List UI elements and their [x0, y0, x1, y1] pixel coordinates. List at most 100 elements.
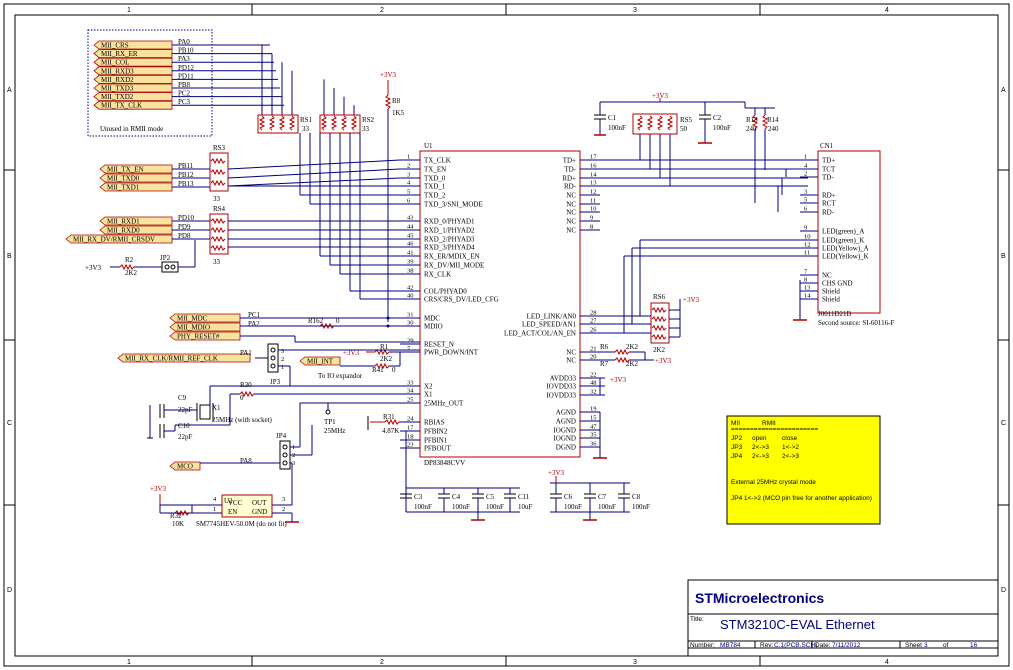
u1-rpin-num-12-4: 12	[590, 189, 597, 196]
crystal-section: R30 0 X1 25MHz (with socket) C9 22pF C10…	[147, 381, 420, 498]
cap-ref-6: C8	[632, 493, 641, 501]
r8-power-label: +3V3	[380, 71, 397, 79]
rs4-ref: RS4	[213, 205, 226, 213]
u1-rpin-num-47-19: 47	[590, 424, 597, 431]
note-underline: =======================	[731, 426, 819, 433]
avdd-power: +3V3	[610, 376, 627, 384]
cn1-pin-num-13: 14	[804, 293, 811, 300]
rs3-value: 33	[213, 195, 221, 203]
u1-pin-name-8: RXD_2/PHYAD3	[424, 236, 475, 244]
to-io-label: To IO expandor	[318, 372, 363, 380]
col-label-2: 2	[380, 7, 384, 14]
cn1-pin-name-11: CHS GND	[822, 280, 853, 288]
u1-pin-name-11: RX_DV/MII_MODE	[424, 262, 484, 270]
u2-pin3: 3	[282, 496, 285, 503]
cn1-pin-name-5: RD-	[822, 209, 835, 217]
note-row-jp4-name: JP4	[731, 453, 743, 460]
note-row-jp4-rmii: 2<->3	[782, 453, 799, 460]
port-pin-1: PB10	[178, 47, 194, 55]
c2-ref: C2	[713, 114, 722, 122]
r41-ref: R41	[372, 366, 384, 374]
c1-ref: C1	[608, 114, 617, 122]
cap-ref-3: C11	[518, 493, 530, 501]
rs1-value: 33	[302, 125, 310, 133]
number-label: Number:	[690, 642, 715, 649]
c10-ref: C10	[178, 422, 190, 430]
mgmt-resistors: R162 0	[240, 316, 420, 343]
cn1-ref: CN1	[820, 142, 834, 150]
u1-part: DP83848CVV	[424, 459, 465, 467]
port-pin-7: PC3	[178, 98, 191, 106]
u1-pin-num-43-6: 43	[407, 215, 414, 222]
port-refclk-label: MII_RX_CLK/RMII_REF_CLK	[125, 355, 218, 363]
port-2-label: MII_COL	[101, 59, 129, 67]
cap-value-2: 100nF	[486, 503, 504, 511]
u1-pin-num-42-13: 42	[407, 285, 414, 292]
row-label-c-right: C	[1001, 420, 1006, 427]
col-label-1: 1	[127, 7, 131, 14]
jp2-power: +3V3	[85, 264, 102, 272]
u1-rpin-name-1: TD-	[564, 166, 576, 174]
title-block: STMicroelectronics Title: STM3210C-EVAL …	[687, 579, 999, 657]
u1-pin-name-0: TX_CLK	[424, 157, 451, 165]
u1-pin-name-19: X2	[424, 383, 433, 391]
row-label-a-right: A	[1001, 87, 1006, 94]
cn1-pin-num-0: 1	[804, 154, 807, 161]
r1-ref: R1	[380, 343, 389, 351]
u2-pin4: 4	[213, 496, 217, 503]
u1-rpin-num-36-21: 36	[590, 441, 597, 448]
unused-note: Unused in RMII mode	[100, 125, 163, 133]
cap-value-1: 100nF	[452, 503, 470, 511]
rs2-ref: RS2	[362, 116, 375, 124]
u2-gnd: GND	[252, 508, 267, 516]
port-tx-pin-0: PB11	[178, 162, 194, 170]
port-rx-2-label: MII_RX_DV/RMII_CRSDV	[73, 236, 155, 244]
c1-value: 100nF	[608, 124, 626, 132]
r162-value: 0	[336, 317, 340, 325]
rs3-ref: RS3	[213, 144, 226, 152]
r2-value: 2K2	[125, 269, 138, 277]
col-label-4: 4	[885, 7, 889, 14]
svg-text:2: 2	[281, 356, 284, 363]
port-3-label: MII_RXD3	[101, 67, 134, 75]
u1-pin-name-13: COL/PHYAD0	[424, 288, 467, 296]
row-label-c: C	[7, 420, 12, 427]
r7-power: +3V3	[655, 357, 672, 365]
r41-value: 0	[392, 366, 396, 374]
rev-label: Rev:	[760, 642, 774, 649]
u1-ref: U1	[424, 142, 433, 150]
u1-pin-num-39-11: 39	[407, 259, 414, 266]
cn1-pin-name-13: Shield	[822, 296, 840, 304]
r7-value: 2K2	[626, 360, 639, 368]
cn1-pin-name-9: LED(Yellow)_K	[822, 253, 869, 261]
jp4-group: JP4 123	[200, 403, 313, 506]
port-int-shape	[299, 356, 341, 366]
u1-pin-name-1: TX_EN	[424, 166, 446, 174]
jp4-ref: JP4	[276, 432, 287, 440]
cn1-pin-name-1: TCT	[822, 166, 836, 174]
cn1-pin-num-1: 4	[804, 163, 808, 170]
u1-pin-name-23: PFBIN2	[424, 428, 448, 436]
rs4-value: 33	[213, 258, 221, 266]
u1-pin-num-46-9: 46	[407, 241, 414, 248]
rs1-ref: RS1	[300, 116, 313, 124]
u1-rpin-num-35-20: 35	[590, 432, 597, 439]
u1-rpin-num-21-12: 21	[590, 346, 597, 353]
unused-rmii-box	[87, 29, 213, 137]
cn1-pin-name-6: LED(green)_A	[822, 228, 864, 236]
cn1-part: J0011D21B	[818, 310, 852, 318]
tp1-value: 25MHz	[324, 427, 345, 435]
u1-pin-num-41-10: 41	[407, 250, 414, 257]
u1-pin-name-20: X1	[424, 391, 433, 399]
cap-value-4: 100nF	[564, 503, 582, 511]
port-6-label: MII_TXD2	[101, 93, 134, 101]
u1-pin-name-22: RBIAS	[424, 419, 445, 427]
cn1-pin-name-0: TD+	[822, 157, 835, 165]
r6-value: 2K2	[626, 343, 639, 351]
rs2-value: 33	[362, 125, 370, 133]
rs6-section: RS6 2K2 +3V3 R6 2K2 R7 2K2 +3V3 +3V3	[580, 239, 808, 459]
u1-rpin-name-0: TD+	[563, 157, 576, 165]
port-tx-pin-1: PB12	[178, 171, 194, 179]
cn1-pin-name-4: RCT	[822, 200, 836, 208]
